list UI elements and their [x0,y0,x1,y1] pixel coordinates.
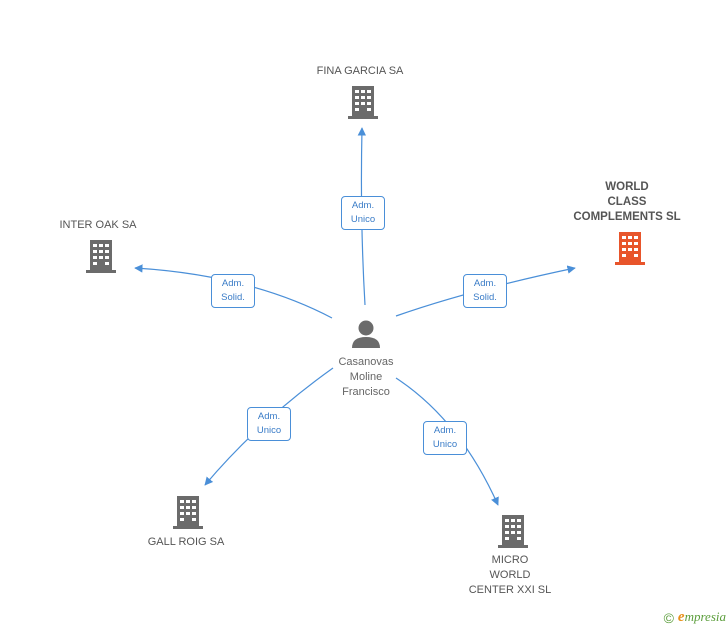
edge-label-line: Adm. [257,411,281,422]
brand-logo: empresia [678,609,726,626]
edge-label-inter-oak: Adm. Solid. [211,274,255,308]
person-icon [352,320,380,348]
building-icon[interactable] [346,84,380,120]
node-label-line: FINA GARCIA SA [316,65,404,77]
building-icon[interactable] [84,238,118,274]
node-label-world-class[interactable]: WORLD CLASS COMPLEMENTS SL [566,180,688,225]
building-icon-highlighted[interactable] [613,230,647,266]
node-label-line: GALL ROIG SA [147,536,225,548]
edge-label-line: Adm. [473,278,497,289]
building-icon[interactable] [496,513,530,549]
node-label-line: COMPLEMENTS SL [573,211,681,223]
node-label-micro-world[interactable]: MICRO WORLD CENTER XXI SL [450,553,570,598]
edge-label-line: Adm. [351,200,375,211]
edge-label-line: Adm. [433,425,457,436]
edge-label-line: Unico [432,439,458,450]
node-label-gall-roig[interactable]: GALL ROIG SA [126,535,246,550]
copyright-icon: © [663,609,674,626]
edge-label-fina-garcia: Adm. Unico [341,196,385,230]
edge-label-gall-roig: Adm. Unico [247,407,291,441]
node-label-line: Casanovas [338,356,394,368]
node-label-center-person[interactable]: Casanovas Moline Francisco [306,355,426,400]
edge-label-world-class: Adm. Solid. [463,274,507,308]
edge-label-line: Solid. [473,292,497,303]
brand-logo-rest: mpresia [684,609,726,624]
brand-footer[interactable]: © empresia [664,609,726,626]
node-label-line: Moline [349,371,383,383]
node-label-inter-oak[interactable]: INTER OAK SA [38,218,158,233]
node-label-line: MICRO [491,554,529,566]
node-label-line: INTER OAK SA [59,219,137,231]
node-label-line: CENTER XXI SL [468,584,552,596]
node-label-line: CLASS [607,196,647,208]
edge-label-line: Unico [350,214,376,225]
edge-label-line: Adm. [221,278,245,289]
edge-label-line: Unico [256,425,282,436]
node-label-line: WORLD [489,569,531,581]
node-label-fina-garcia[interactable]: FINA GARCIA SA [300,64,420,79]
node-label-line: WORLD [605,181,649,193]
edge-label-line: Solid. [221,292,245,303]
building-icon[interactable] [171,494,205,530]
edge-label-micro-world: Adm. Unico [423,421,467,455]
brand-logo-initial: e [677,609,685,625]
node-label-line: Francisco [342,386,390,398]
